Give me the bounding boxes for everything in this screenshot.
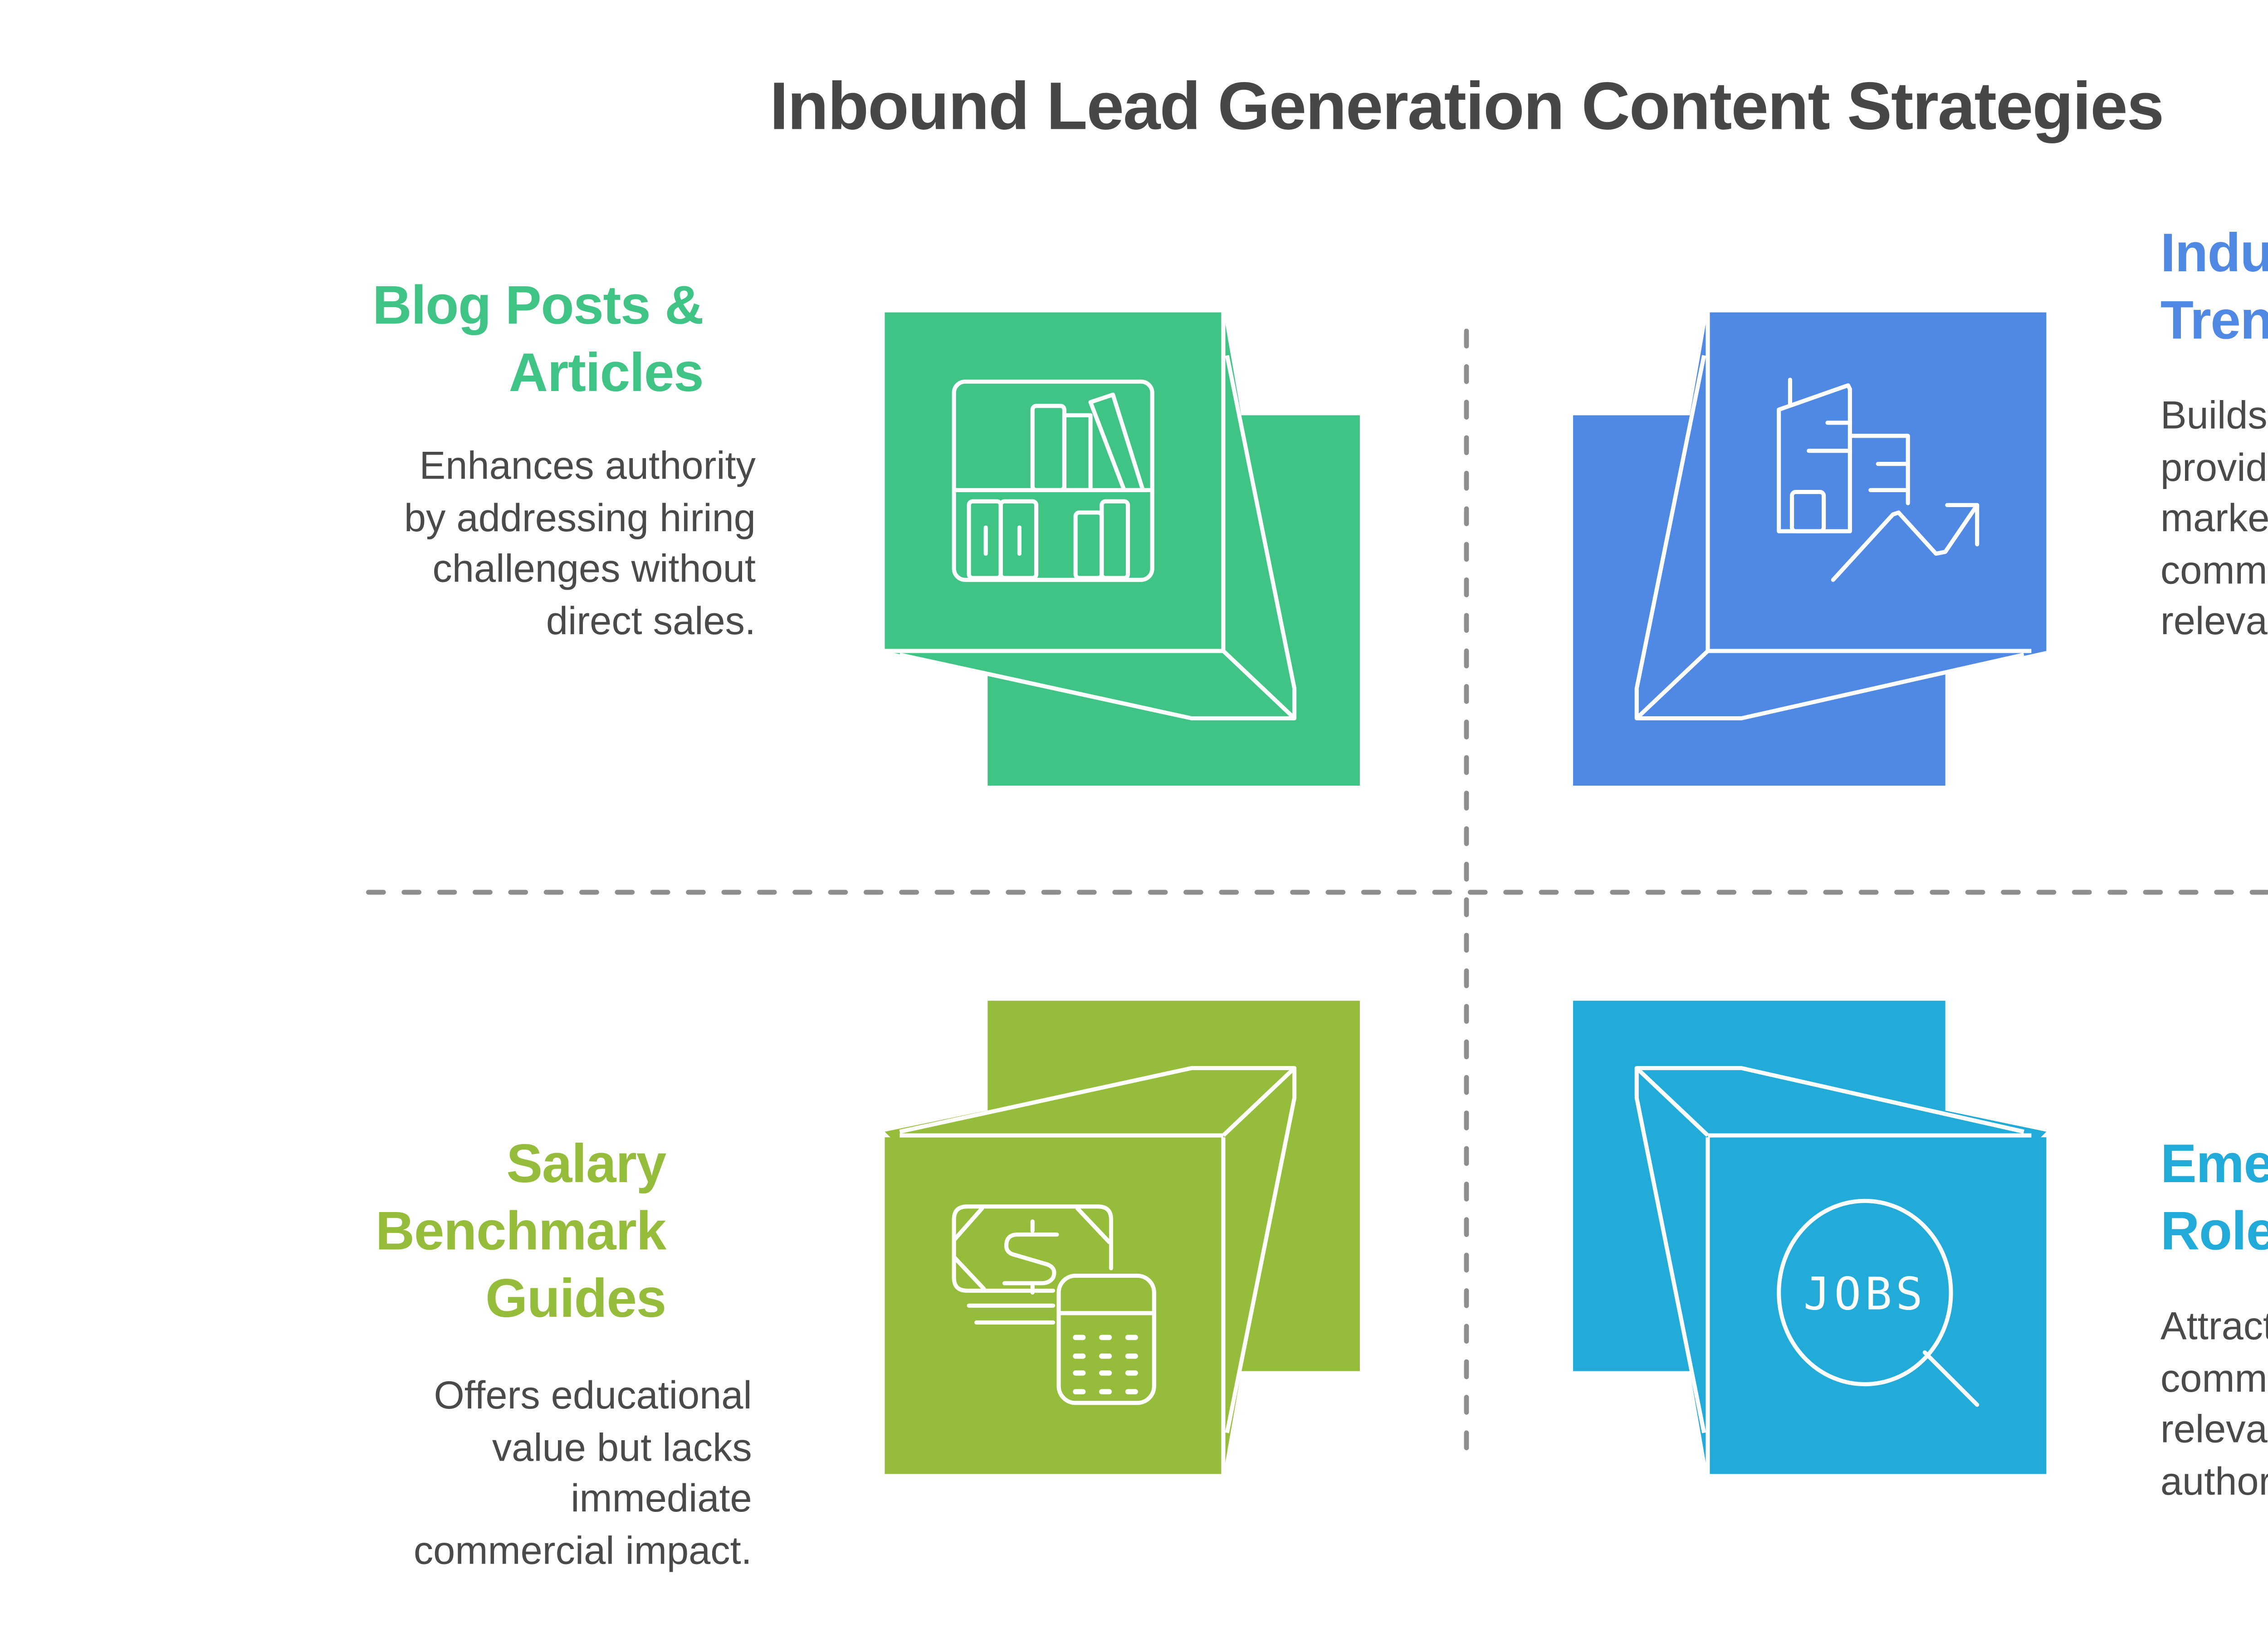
bookshelf-icon — [952, 379, 1154, 582]
blog-block — [885, 312, 1360, 786]
emerging-heading: Emerging Roles Content — [2160, 1135, 2268, 1263]
quadrant-dividers — [366, 328, 2268, 1462]
industry-description: Builds authority by providing valuable m… — [2160, 395, 2268, 644]
emerging-block: JOBS — [1573, 1001, 2047, 1474]
salary-description: Offers educational value but lacks immed… — [413, 1374, 752, 1572]
jobs-search-icon: JOBS — [1777, 1198, 1980, 1407]
emerging-description: Attracts traffic with commercial relevan… — [2160, 1305, 2268, 1503]
money-calculator-icon — [952, 1204, 1156, 1405]
blog-heading: Blog Posts & Articles — [372, 277, 704, 404]
industry-block — [1573, 312, 2047, 786]
jobs-icon-label: JOBS — [1804, 1268, 1926, 1320]
building-growth-chart-icon — [1777, 377, 1980, 582]
salary-heading: Salary Benchmark Guides — [375, 1135, 667, 1330]
page-title: Inbound Lead Generation Content Strategi… — [769, 67, 2164, 144]
industry-heading: Industry Hiring Trends — [2160, 224, 2268, 352]
blog-description: Enhances authority by addressing hiring … — [404, 445, 756, 643]
salary-block — [885, 1001, 1360, 1474]
